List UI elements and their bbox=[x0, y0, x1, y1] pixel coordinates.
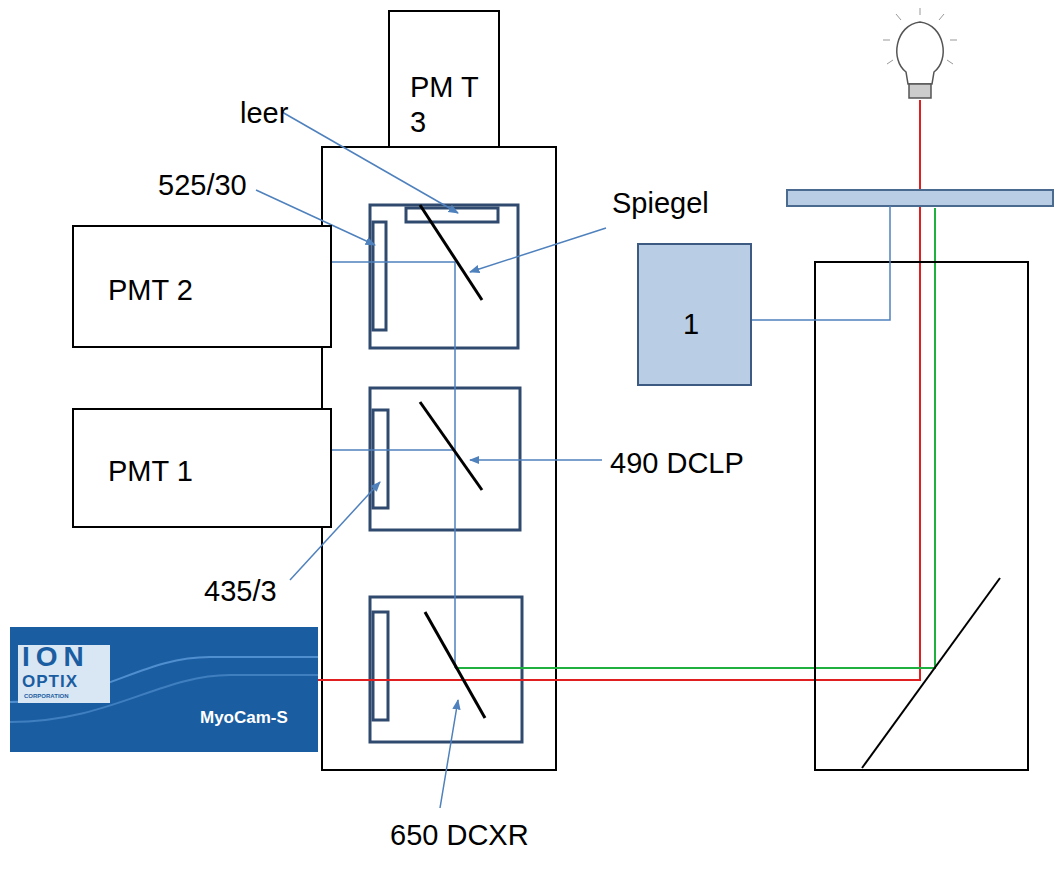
controller-box: 1 bbox=[637, 243, 752, 386]
logo-text: ION bbox=[22, 643, 90, 671]
microscope-body bbox=[815, 262, 1028, 770]
box-label: 1 bbox=[683, 307, 750, 342]
filter-slider bbox=[787, 190, 1053, 206]
product-name: MyoCam-S bbox=[200, 709, 288, 726]
mirror-label: Spiegel bbox=[612, 186, 709, 221]
filter-label: 435/3 bbox=[204, 574, 277, 609]
lamp-icon bbox=[883, 8, 957, 98]
filter-housing bbox=[322, 147, 556, 770]
detector-box: PM T 3 bbox=[388, 10, 500, 148]
filter-label: 525/30 bbox=[158, 168, 247, 203]
mirror-label: 490 DCLP bbox=[610, 446, 744, 481]
filter-label: leer bbox=[240, 96, 288, 131]
box-label: PMT 1 bbox=[108, 454, 330, 489]
logo-text: CORPORATION bbox=[24, 693, 69, 699]
mirror-label: 650 DCXR bbox=[390, 818, 529, 853]
dichroic-mirrors bbox=[420, 205, 485, 718]
detector-box: PMT 2 bbox=[72, 225, 332, 348]
light-paths bbox=[195, 100, 935, 680]
filter-cubes bbox=[370, 205, 522, 742]
box-label: PMT 2 bbox=[108, 273, 330, 308]
microscope-mirror bbox=[862, 578, 1000, 768]
box-label: PM T 3 bbox=[410, 70, 480, 140]
detector-box: PMT 1 bbox=[72, 408, 332, 528]
control-wire bbox=[742, 206, 890, 320]
logo-text: OPTIX bbox=[22, 673, 78, 690]
camera-box: ION OPTIX CORPORATION MyoCam-S bbox=[10, 627, 318, 752]
